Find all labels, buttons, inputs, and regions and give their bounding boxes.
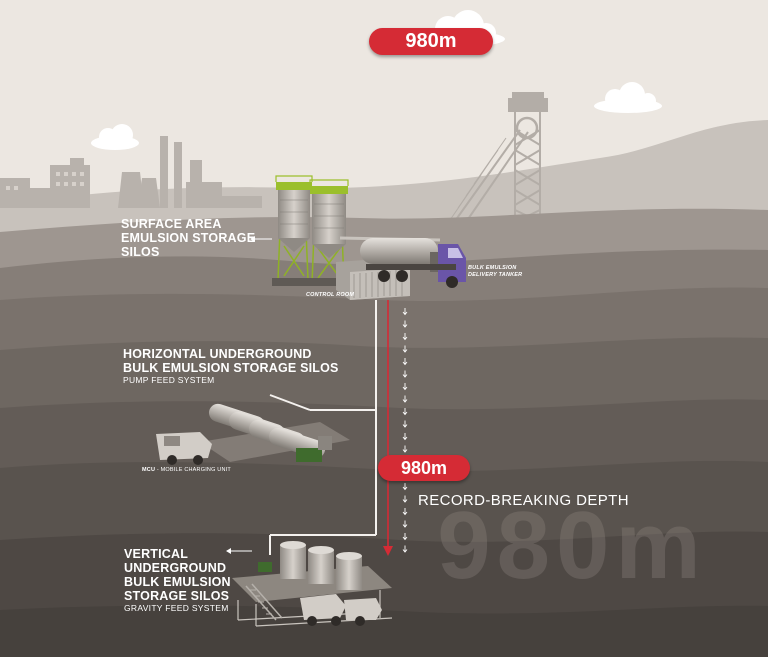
dotted-arrow-mark	[402, 545, 408, 553]
dotted-arrow-mark	[402, 395, 408, 403]
dotted-arrow-mark	[402, 370, 408, 378]
emulsion-pipelines	[269, 300, 377, 555]
surface-pointer-head	[250, 236, 255, 242]
tanker-label: BULK EMULSION DELIVERY TANKER	[468, 265, 522, 279]
bulk-emulsion-tanker	[339, 236, 466, 288]
vertical-label-line-2: UNDERGROUND	[124, 561, 227, 575]
dotted-arrow-mark	[402, 383, 408, 391]
vertical-silos-label: VERTICAL UNDERGROUND BULK EMULSION STORA…	[124, 547, 231, 614]
dotted-arrow-mark	[402, 345, 408, 353]
mcu-vehicle-horizontal	[156, 432, 212, 465]
horizontal-underground-silos	[200, 403, 350, 462]
horizontal-silos-label: HORIZONTAL UNDERGROUND BULK EMULSION STO…	[123, 347, 339, 386]
record-depth-label: RECORD-BREAKING DEPTH	[418, 492, 629, 509]
stratum-8	[0, 605, 768, 657]
tanker-label-line-2: DELIVERY TANKER	[468, 272, 523, 278]
control-room-label: CONTROL ROOM	[306, 292, 355, 298]
dotted-arrow-mark	[402, 508, 408, 516]
horizontal-label-line-1: HORIZONTAL UNDERGROUND	[123, 347, 312, 361]
vertical-underground-silos	[232, 541, 393, 627]
vertical-label-line-4: STORAGE SILOS	[124, 589, 230, 603]
depth-badge-mid: 980m	[378, 455, 470, 481]
dotted-arrow-mark	[402, 533, 408, 541]
surface-label-line-2: EMULSION STORAGE	[121, 231, 256, 245]
dotted-arrow-mark	[402, 520, 408, 528]
vertical-label-sub: GRAVITY FEED SYSTEM	[124, 603, 229, 613]
dotted-arrow-mark	[402, 433, 408, 441]
surface-label-line-3: SILOS	[121, 245, 160, 259]
vertical-label-line-3: BULK EMULSION	[124, 575, 231, 589]
mcu-desc: - MOBILE CHARGING UNIT	[155, 467, 231, 473]
mcu-label: MCU - MOBILE CHARGING UNIT	[142, 467, 231, 473]
vertical-label-line-1: VERTICAL	[124, 547, 189, 561]
dotted-arrow-mark	[402, 495, 408, 503]
tanker-label-line-1: BULK EMULSION	[468, 265, 517, 271]
city-skyline	[0, 136, 262, 208]
dotted-arrow-mark	[402, 308, 408, 316]
dotted-arrow-mark	[402, 408, 408, 416]
depth-badge-top: 980m	[369, 28, 493, 55]
dotted-arrow-mark	[402, 358, 408, 366]
surface-silos	[272, 175, 362, 286]
surface-silos-label: SURFACE AREA EMULSION STORAGE SILOS	[121, 217, 255, 259]
dotted-arrow-mark	[402, 420, 408, 428]
horizontal-label-sub: PUMP FEED SYSTEM	[123, 375, 215, 385]
vertical-pointer-head	[226, 548, 231, 554]
surface-label-line-1: SURFACE AREA	[121, 217, 222, 231]
watermark-980m: 980m	[437, 492, 707, 599]
tower-cabin	[508, 92, 548, 112]
dotted-arrow-mark	[402, 445, 408, 453]
mcu-vehicle-vertical	[300, 594, 382, 626]
dotted-arrow-mark	[402, 483, 408, 491]
mcu-abbr: MCU	[142, 467, 156, 473]
dotted-arrow-mark	[402, 320, 408, 328]
horizontal-label-line-2: BULK EMULSION STORAGE SILOS	[123, 361, 339, 375]
dotted-arrow-mark	[402, 333, 408, 341]
depth-arrow	[383, 300, 393, 556]
city-windows	[6, 172, 84, 190]
label-pointers	[230, 238, 272, 552]
